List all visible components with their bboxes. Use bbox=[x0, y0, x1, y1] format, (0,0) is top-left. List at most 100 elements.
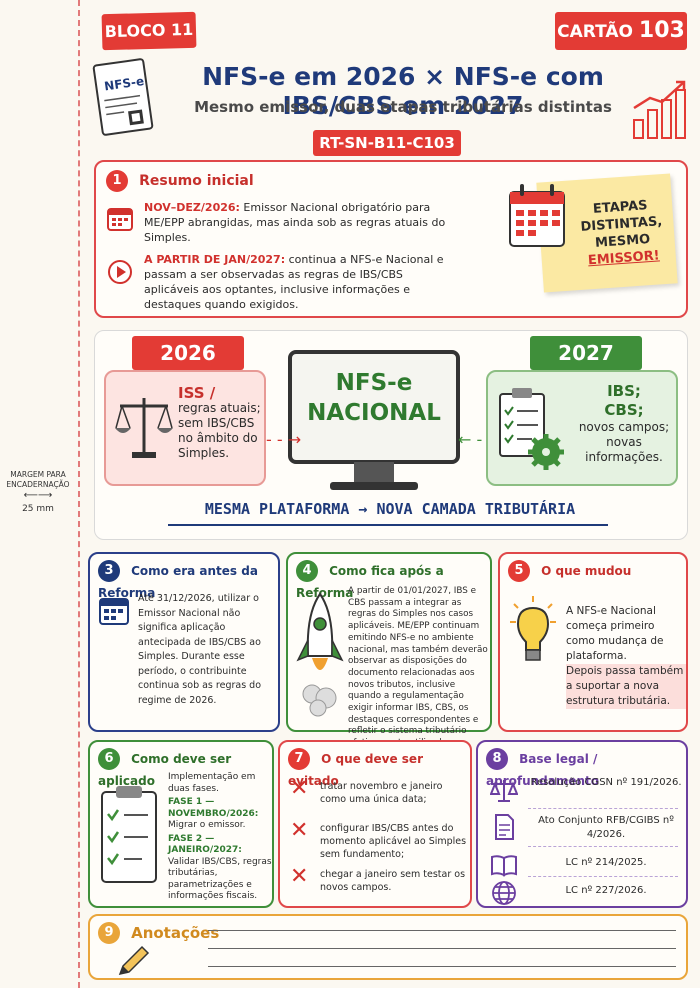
monitor-line-2: NACIONAL bbox=[307, 400, 441, 426]
scale-icon bbox=[115, 398, 173, 458]
play-circle-icon bbox=[108, 260, 132, 284]
arrow-left-to-monitor-icon: - - → bbox=[266, 430, 302, 449]
legal-item: Resolução CGSN nº 191/2026. bbox=[530, 777, 682, 788]
nfse-document-icon: NFS-e bbox=[92, 58, 154, 136]
year-2026-tag: 2026 bbox=[132, 336, 244, 370]
section-apos-reforma: 4 Como fica após a Reforma A partir de 0… bbox=[286, 552, 492, 748]
section9-header: 9 Anotações bbox=[98, 922, 219, 944]
section6-body: Implementação em duas fases. FASE 1 — NO… bbox=[168, 772, 272, 903]
resumo-row-2026-text: Emissor Nacional obrigatório para ME/EPP… bbox=[144, 201, 446, 244]
section3-body: Até 31/12/2026, utilizar o Emissor Nacio… bbox=[138, 593, 262, 706]
monitor-text: NFS-e NACIONAL bbox=[300, 368, 448, 428]
section5-title: O que mudou bbox=[541, 564, 632, 578]
section9-title: Anotações bbox=[131, 924, 220, 942]
binding-margin-note: MARGEM PARA ENCADERNAÇÃO ⟵⟶ 25 mm bbox=[0, 470, 76, 514]
margin-label: MARGEM PARA ENCADERNAÇÃO bbox=[6, 470, 70, 489]
notes-line[interactable] bbox=[208, 930, 676, 931]
section1-title: Resumo inicial bbox=[139, 173, 254, 189]
section-antes-reforma: 3 Como era antes da Reforma Até 31/12/20… bbox=[88, 552, 280, 732]
section-o-que-evitar: 7 O que deve ser evitado ✕ tratar novemb… bbox=[278, 740, 472, 908]
double-arrow-icon: ⟵⟶ bbox=[23, 490, 53, 501]
phase-1-text: Migrar o emissor. bbox=[168, 820, 246, 830]
legal-item: LC nº 227/2026. bbox=[565, 885, 647, 896]
pencil-icon bbox=[118, 945, 150, 976]
legal-item: Ato Conjunto RFB/CGIBS nº 4/2026. bbox=[538, 815, 674, 840]
cross-icon: ✕ bbox=[290, 776, 309, 801]
section3-header: 3 Como era antes da Reforma bbox=[98, 560, 278, 601]
phase-2: FASE 2 — JANEIRO/2027: Validar IBS/CBS, … bbox=[168, 834, 272, 903]
resumo-row-2026: NOV–DEZ/2026: Emissor Nacional obrigatór… bbox=[144, 200, 454, 245]
section6-header: 6 Como deve ser aplicado bbox=[98, 748, 272, 789]
checklist-clipboard-icon bbox=[101, 786, 157, 883]
panel-2026: ISS / regras atuais; sem IBS/CBS no âmbi… bbox=[104, 370, 266, 486]
panel-2026-body: regras atuais; sem IBS/CBS no âmbito do … bbox=[178, 401, 261, 460]
cartao-prefix: CARTÃO bbox=[557, 22, 633, 42]
legal-separator bbox=[528, 846, 678, 847]
panel-2027-body: novos campos; novas informações. bbox=[578, 420, 670, 464]
section5-number: 5 bbox=[508, 560, 530, 582]
section7-header: 7 O que deve ser evitado bbox=[288, 748, 470, 789]
section3-title: Como era antes da Reforma bbox=[98, 564, 258, 600]
resumo-row-2027-text: continua a NFS-e Nacional e passam a ser… bbox=[144, 253, 444, 311]
section-base-legal: 8 Base legal / aprofundamento Resolução … bbox=[476, 740, 688, 908]
globe-icon bbox=[492, 881, 516, 905]
legal-separator bbox=[528, 808, 678, 809]
notes-line[interactable] bbox=[208, 966, 676, 967]
growth-chart-icon bbox=[633, 80, 686, 139]
clipboard-gear-icon bbox=[499, 388, 564, 470]
section5-body: A NFS-e Nacional começa primeiro como mu… bbox=[566, 604, 686, 709]
bloco-tag: BLOCO 11 bbox=[101, 11, 197, 51]
page-title: NFS-e em 2026 × NFS-e com IBS/CBS em 202… bbox=[202, 62, 604, 120]
phase-2-key: FASE 2 — JANEIRO/2027: bbox=[168, 833, 242, 856]
document-icon bbox=[495, 814, 514, 840]
section8-title: Base legal / aprofundamento bbox=[486, 752, 600, 788]
cross-icon: ✕ bbox=[290, 864, 309, 889]
section4-number: 4 bbox=[296, 560, 318, 582]
section7-title: O que deve ser evitado bbox=[288, 752, 423, 788]
section8-number: 8 bbox=[486, 748, 508, 770]
section7-number: 7 bbox=[288, 748, 310, 770]
legal-item: LC nº 214/2025. bbox=[565, 857, 647, 868]
monitor-line-1: NFS-e bbox=[335, 370, 413, 396]
section-o-que-mudou: 5 O que mudou A NFS-e Nacional começa pr… bbox=[498, 552, 688, 732]
section4-header: 4 Como fica após a Reforma bbox=[296, 560, 490, 601]
section4-body: A partir de 01/01/2027, IBS e CBS passam… bbox=[348, 586, 488, 748]
phase-2-text: Validar IBS/CBS, regras tributárias, par… bbox=[168, 856, 272, 902]
platform-underline bbox=[168, 524, 608, 526]
phase-1: FASE 1 — NOVEMBRO/2026: Migrar o emissor… bbox=[168, 797, 272, 832]
resumo-row-2027: A PARTIR DE JAN/2027: continua a NFS-e N… bbox=[144, 252, 454, 312]
platform-left: MESMA PLATAFORMA bbox=[204, 500, 350, 518]
section3-number: 3 bbox=[98, 560, 120, 582]
panel-2026-text: ISS / regras atuais; sem IBS/CBS no âmbi… bbox=[178, 386, 266, 461]
phase-1-key: FASE 1 — NOVEMBRO/2026: bbox=[168, 797, 259, 819]
year-2027-tag: 2027 bbox=[530, 336, 642, 370]
section5-body-2: Depois passa também a suportar a nova es… bbox=[566, 664, 686, 709]
card-code-tag: RT-SN-B11-C103 bbox=[313, 130, 461, 156]
section9-number: 9 bbox=[98, 922, 120, 944]
platform-caption: MESMA PLATAFORMA → NOVA CAMADA TRIBUTÁRI… bbox=[110, 500, 670, 518]
panel-2027-text: IBS; CBS; novos campos; novas informaçõe… bbox=[574, 382, 674, 465]
section5-body-1: A NFS-e Nacional começa primeiro como mu… bbox=[566, 605, 664, 662]
section1-header: 1 Resumo inicial bbox=[106, 170, 254, 192]
notes-line[interactable] bbox=[208, 948, 676, 949]
big-calendar-icon bbox=[509, 184, 565, 247]
section6-title: Como deve ser aplicado bbox=[98, 752, 232, 788]
platform-right: NOVA CAMADA TRIBUTÁRIA bbox=[376, 500, 576, 518]
arrow-right-to-monitor-icon: ← - - bbox=[458, 430, 494, 449]
panel-2027-head-1: IBS; bbox=[607, 382, 641, 400]
calendar-icon bbox=[107, 208, 133, 231]
resumo-row-2027-key: A PARTIR DE JAN/2027: bbox=[144, 253, 286, 266]
section6-number: 6 bbox=[98, 748, 120, 770]
avoid-item: configurar IBS/CBS antes do momento apli… bbox=[320, 823, 467, 860]
section6-intro: Implementação em duas fases. bbox=[168, 772, 256, 794]
doc-icon-label: NFS-e bbox=[103, 74, 145, 93]
cartao-number: 103 bbox=[638, 18, 685, 43]
book-icon bbox=[491, 855, 517, 877]
cartao-tag: CARTÃO 103 bbox=[555, 12, 687, 50]
cross-icon: ✕ bbox=[290, 818, 309, 843]
page-subtitle: Mesmo emissor, duas etapas tributárias d… bbox=[194, 98, 612, 116]
section-como-aplicar: 6 Como deve ser aplicado Implementação e… bbox=[88, 740, 274, 908]
section5-header: 5 O que mudou bbox=[508, 560, 631, 582]
panel-2027: IBS; CBS; novos campos; novas informaçõe… bbox=[486, 370, 678, 486]
scale-icon bbox=[490, 780, 518, 802]
